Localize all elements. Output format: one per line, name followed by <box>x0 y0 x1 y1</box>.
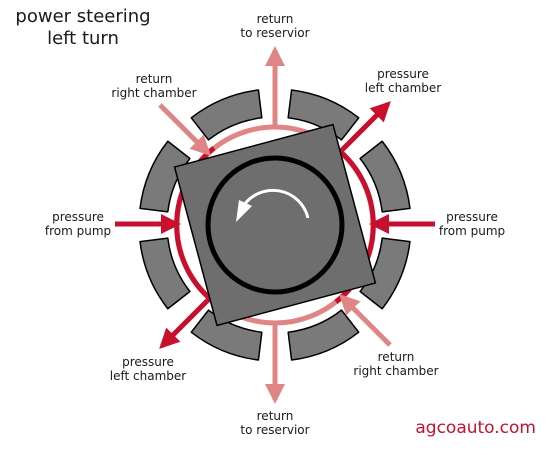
label-upper-left-line1: return <box>135 72 173 86</box>
rotor-hub <box>205 155 345 295</box>
housing-segment <box>190 89 263 141</box>
housing-segment <box>139 237 191 310</box>
label-lower-left-line1: pressure <box>122 355 174 369</box>
pressure-arrow-lower-left <box>159 296 212 349</box>
label-right-line2: from pump <box>438 224 506 238</box>
return-arrow-lower-right <box>339 294 392 347</box>
label-top-line2: to reservior <box>240 26 310 40</box>
housing-segments <box>139 89 411 361</box>
title-line2: left turn <box>47 28 119 49</box>
label-bottom-line2: to reservior <box>240 423 310 437</box>
flow-arrows <box>115 46 435 404</box>
pressure-arrow-upper-right <box>338 101 391 154</box>
label-left: pressure from pump <box>38 210 118 238</box>
label-left-line2: from pump <box>44 224 112 238</box>
label-lower-right-line1: return <box>377 350 415 364</box>
label-upper-right: pressure left chamber <box>355 67 451 95</box>
housing-segment <box>190 309 263 361</box>
housing-segment <box>287 89 360 141</box>
title-line1: power steering <box>15 6 151 27</box>
label-upper-right-line1: pressure <box>377 67 429 81</box>
label-lower-left: pressure left chamber <box>100 355 196 383</box>
housing-segment <box>139 140 191 213</box>
label-upper-left-line2: right chamber <box>111 86 197 100</box>
housing-segment <box>287 309 360 361</box>
housing-segment <box>359 237 411 310</box>
label-lower-right-line2: right chamber <box>353 364 439 378</box>
label-bottom: return to reservior <box>237 409 313 437</box>
counterclockwise-arrow-icon <box>236 188 310 222</box>
label-lower-left-line2: left chamber <box>109 369 187 383</box>
housing-segment <box>359 140 411 213</box>
brand-watermark: agcoauto.com <box>415 418 536 438</box>
label-right-line1: pressure <box>446 210 498 224</box>
label-lower-right: return right chamber <box>340 350 452 378</box>
label-bottom-line1: return <box>256 409 294 423</box>
label-top-line1: return <box>256 12 294 26</box>
label-upper-right-line2: left chamber <box>364 81 442 95</box>
label-left-line1: pressure <box>52 210 104 224</box>
diagram-title: power steering left turn <box>8 6 158 50</box>
label-right: pressure from pump <box>432 210 512 238</box>
label-top: return to reservior <box>237 12 313 40</box>
label-upper-left: return right chamber <box>98 72 210 100</box>
return-arrow-upper-left <box>158 103 211 156</box>
